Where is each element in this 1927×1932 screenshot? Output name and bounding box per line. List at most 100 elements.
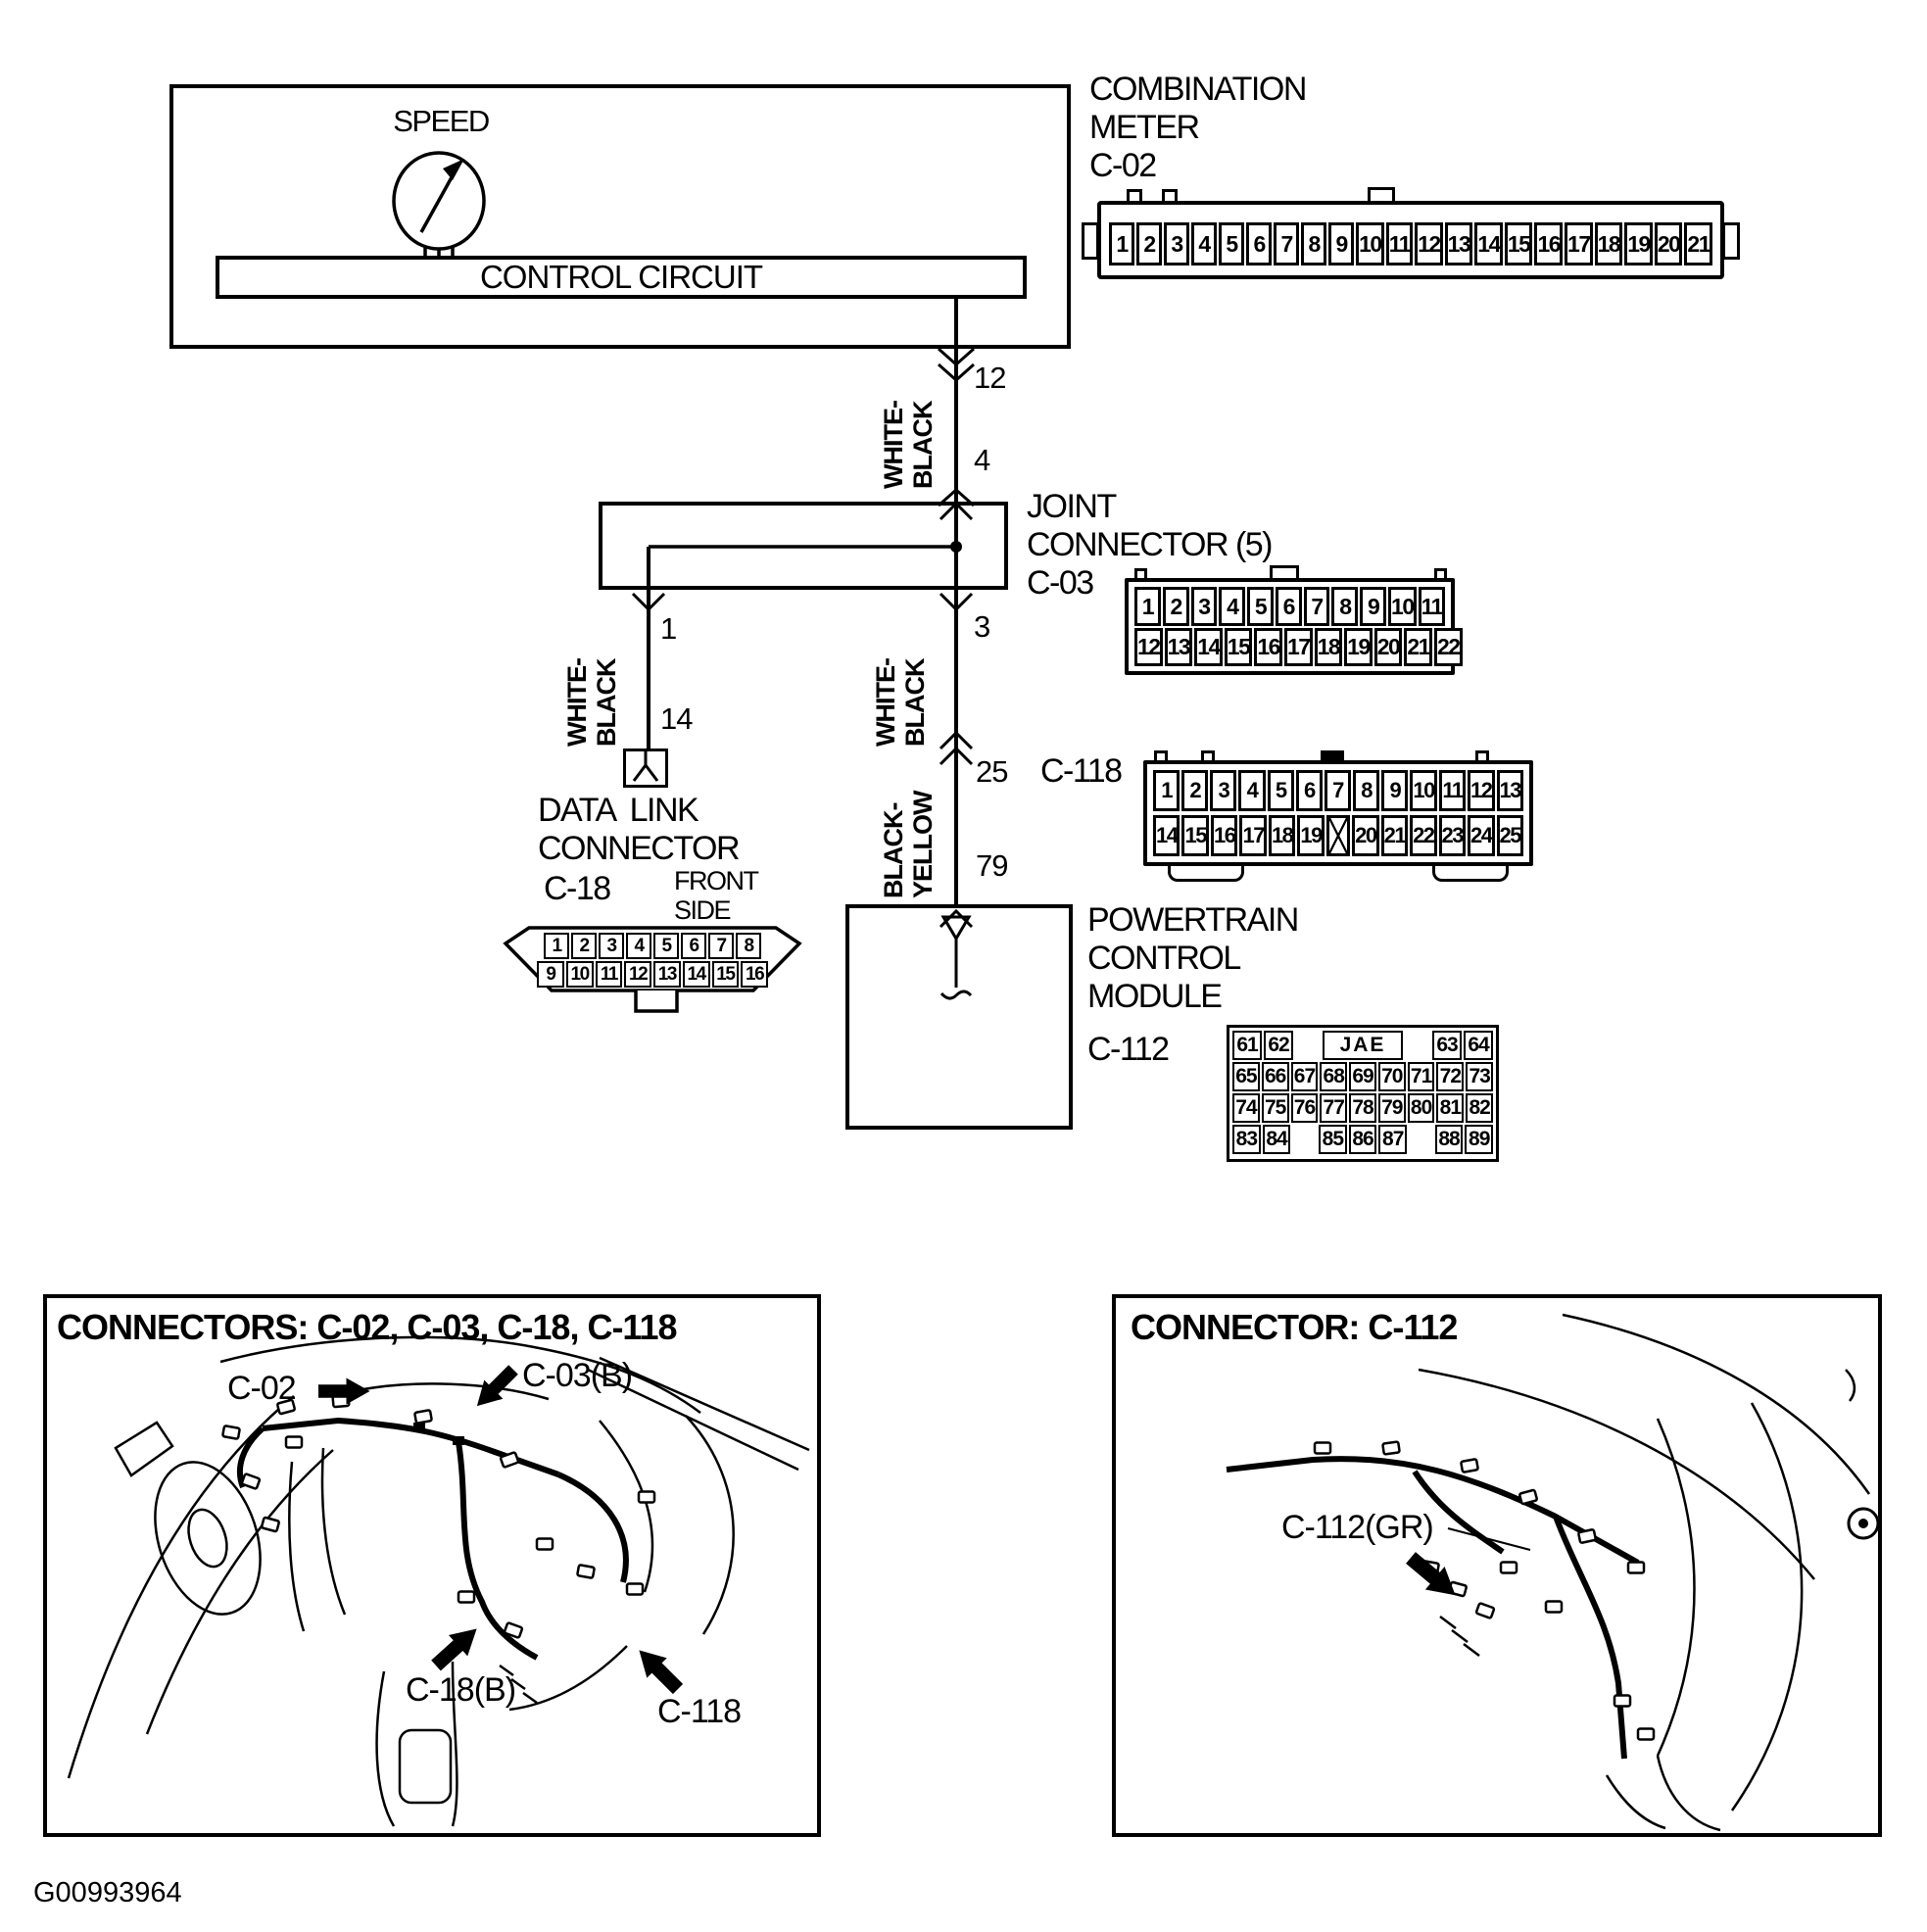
c02-tab <box>1127 189 1142 203</box>
pin-cell: 68 <box>1320 1062 1348 1091</box>
pin-cell: 2 <box>1136 222 1163 266</box>
pin-cell: 18 <box>1268 815 1296 856</box>
pin-cell: 25 <box>1496 815 1523 856</box>
pin-cell: 21 <box>1380 815 1409 856</box>
wire4-top-pin: 25 <box>976 754 1008 789</box>
wire3-top-pin: 3 <box>974 609 990 644</box>
pin-cell: 8 <box>1353 770 1380 811</box>
pin-cell: 82 <box>1466 1093 1494 1123</box>
label-line: C-02 <box>1089 147 1157 184</box>
pin-cell: 13 <box>1496 770 1524 811</box>
pin-cell <box>1325 815 1351 856</box>
pin-cell: 72 <box>1436 1062 1465 1091</box>
pin-cell: 16 <box>1210 815 1238 856</box>
wire4-bottom-pin: 79 <box>976 848 1008 883</box>
right-panel-title: CONNECTOR: C-112 <box>1131 1307 1458 1347</box>
control-circuit-label: CONTROL CIRCUIT <box>479 259 763 295</box>
pin-cell: 17 <box>1239 815 1267 856</box>
c03-lock-tab <box>1270 565 1299 580</box>
connector-chevrons <box>631 347 975 929</box>
pin-cell: 85 <box>1319 1125 1347 1154</box>
pin-cell <box>1405 1031 1430 1060</box>
wire-color-line: WHITE- <box>871 658 900 747</box>
pin-cell: 6 <box>681 933 706 959</box>
pin-cell: 3 <box>1190 587 1218 626</box>
label-line: MODULE <box>1087 978 1223 1015</box>
label-line: COMBINATION <box>1089 71 1307 108</box>
pin-cell: 16 <box>1534 222 1564 266</box>
pin-cell: 19 <box>1624 222 1653 266</box>
pin-cell: 9 <box>1381 770 1409 811</box>
label-line: METER <box>1089 109 1200 146</box>
pin-cell: 12 <box>1415 222 1443 266</box>
pin-cell: 5 <box>653 933 679 959</box>
wire1-top-pin: 12 <box>974 361 1006 395</box>
pin-cell: 77 <box>1320 1093 1348 1123</box>
pin-cell: 1 <box>1153 770 1180 811</box>
pin-cell: 1 <box>544 933 569 959</box>
callout-c112gr: C-112(GR) <box>1281 1509 1434 1546</box>
pin-cell: 5 <box>1219 222 1245 266</box>
control-circuit-box: CONTROL CIRCUIT <box>216 256 1027 299</box>
figure-id: G00993964 <box>33 1877 182 1908</box>
junction-dot <box>950 541 962 553</box>
c18-code-label: C-18 <box>544 870 611 907</box>
combination-meter-box <box>169 84 1071 349</box>
pin-cell: 9 <box>1328 222 1355 266</box>
pin-cell: 15 <box>1504 222 1533 266</box>
pin-cell: 9 <box>1360 587 1387 626</box>
pin-cell: 88 <box>1434 1125 1464 1154</box>
pin-cell: 3 <box>1164 222 1190 266</box>
c02-lock-tab <box>1368 187 1395 203</box>
pin-cell: 86 <box>1348 1125 1377 1154</box>
pin-cell: 7 <box>1274 222 1300 266</box>
pin-cell: 67 <box>1290 1062 1319 1091</box>
pin-cell <box>1295 1031 1321 1060</box>
pin-cell: 5 <box>1267 770 1294 811</box>
label-line: CONNECTOR (5) <box>1027 526 1274 563</box>
c02-right-wing <box>1722 222 1740 260</box>
c02-tab <box>1162 189 1178 203</box>
pin-cell: 22 <box>1433 628 1463 666</box>
pin-cell: 83 <box>1232 1125 1261 1154</box>
pin-cell: 73 <box>1466 1062 1494 1091</box>
pin-cell: 21 <box>1404 628 1432 666</box>
pin-cell: 76 <box>1290 1093 1319 1123</box>
connector-location-panel-right <box>1112 1294 1882 1837</box>
pin-cell: 16 <box>741 961 768 988</box>
wire-color-line: BLACK <box>908 401 938 490</box>
pin-cell: 4 <box>1191 222 1218 266</box>
pin-cell: 13 <box>1164 628 1193 666</box>
pin-cell: 4 <box>1238 770 1266 811</box>
pin-cell: 64 <box>1464 1031 1493 1060</box>
pin-cell: 74 <box>1232 1093 1260 1123</box>
wire3-color-label: WHITE-BLACK <box>871 609 932 747</box>
label-line: SIDE <box>674 895 732 925</box>
joint-connector-box <box>599 502 1008 590</box>
c118-tab <box>1475 750 1489 762</box>
wire-color-line: WHITE- <box>879 401 908 489</box>
pin-cell: 7 <box>708 933 734 959</box>
pin-cell: 11 <box>1438 770 1467 811</box>
pin-cell: 5 <box>1247 587 1274 626</box>
arrow-c03b <box>476 1365 518 1407</box>
pin-cell: 14 <box>682 961 710 988</box>
pin-cell: 13 <box>1444 222 1473 266</box>
dlc-terminal-icon <box>632 751 659 782</box>
pin-cell: 9 <box>537 961 564 988</box>
pin-cell: 11 <box>1385 222 1414 266</box>
pin-cell: 20 <box>1373 628 1403 666</box>
connector-location-panel-left <box>43 1294 821 1837</box>
pin-cell: 13 <box>653 961 681 988</box>
pin-cell: 70 <box>1377 1062 1406 1091</box>
pin-cell: 23 <box>1438 815 1467 856</box>
